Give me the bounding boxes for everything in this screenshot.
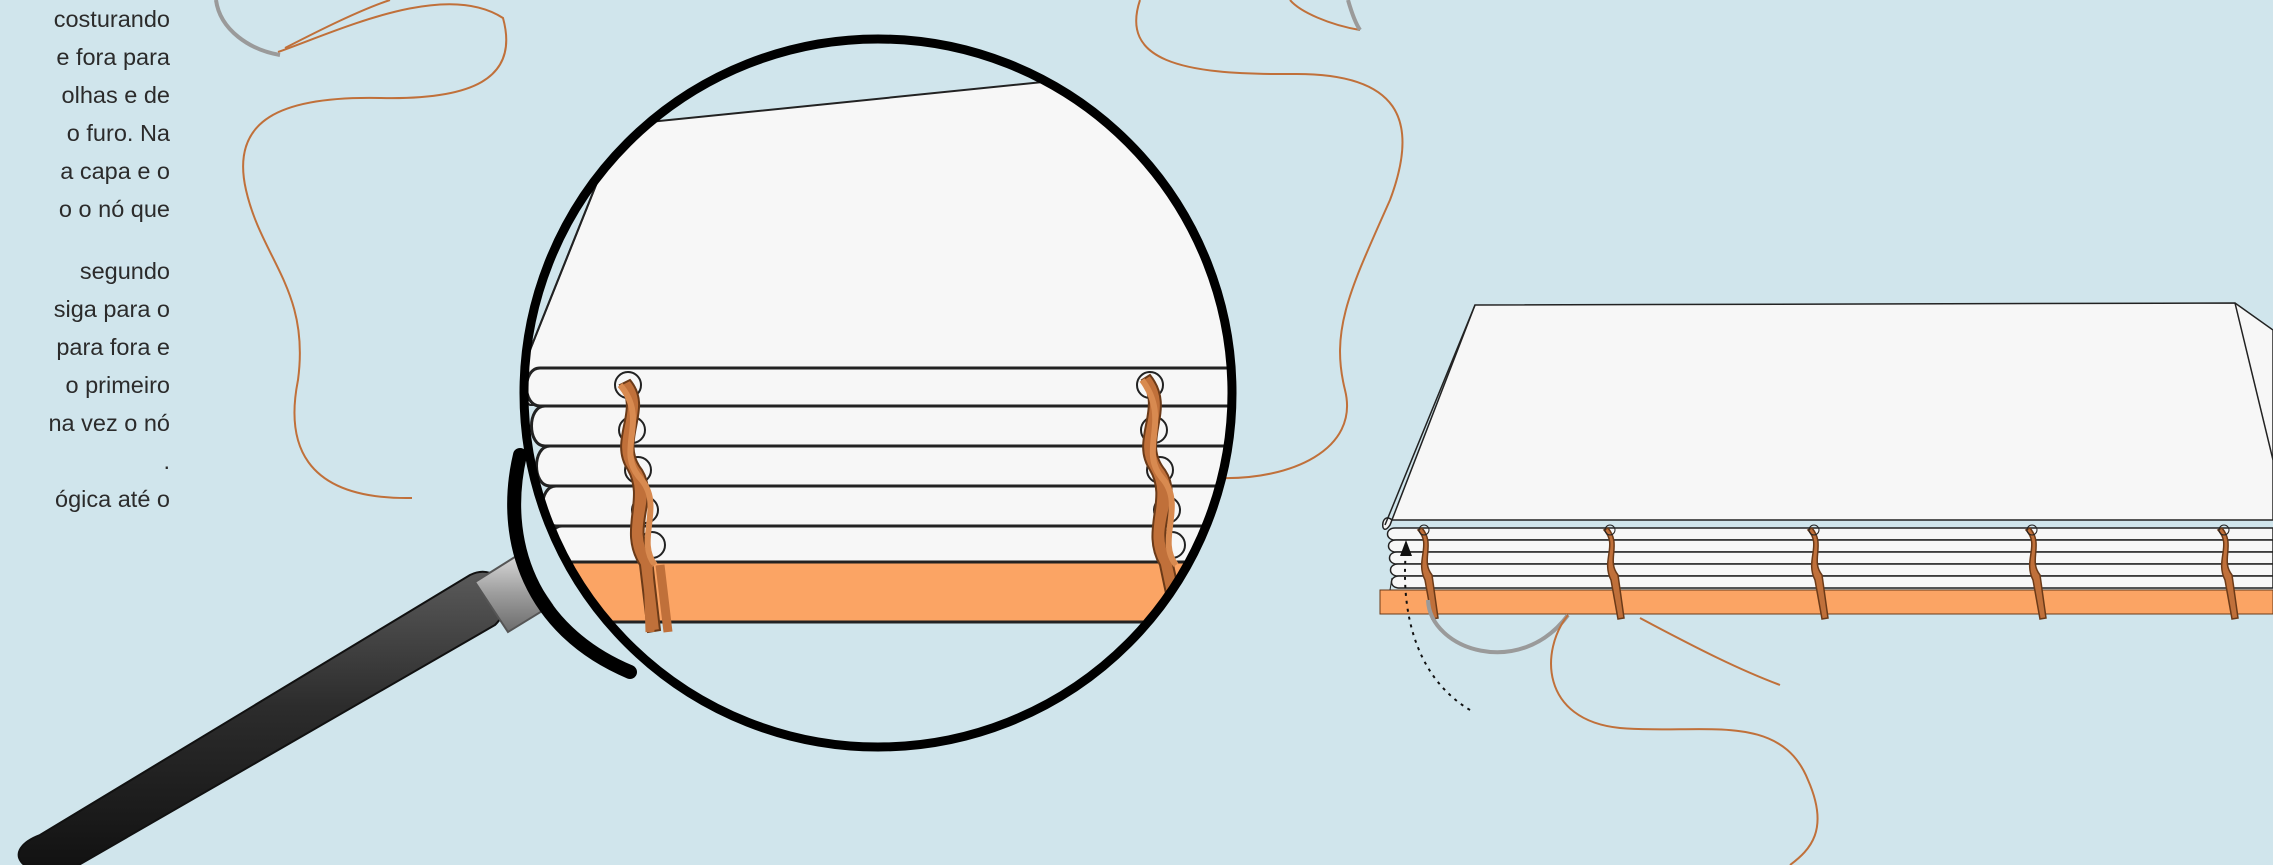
bound-book bbox=[1379, 302, 2273, 865]
needle-icon bbox=[1426, 599, 1570, 655]
text-line: e fora para bbox=[56, 44, 170, 70]
instruction-text: costurando e fora para olhas e de o furo… bbox=[0, 0, 170, 518]
stitch-station bbox=[614, 371, 673, 634]
text-line: . bbox=[163, 448, 170, 474]
text-line: a capa e o bbox=[60, 158, 170, 184]
signature-stack bbox=[1386, 527, 2273, 589]
text-line: ógica até o bbox=[55, 486, 170, 512]
thread-loose-top bbox=[1135, 0, 1404, 480]
needle-icon bbox=[214, 0, 281, 57]
text-line: para fora e bbox=[56, 334, 170, 360]
text-line: costurando bbox=[53, 6, 170, 32]
text-line: na vez o nó bbox=[48, 410, 170, 436]
signature-stack bbox=[525, 366, 1232, 564]
thread-loose-left bbox=[242, 0, 508, 500]
magnifier-lens bbox=[507, 34, 1237, 752]
text-line: o furo. Na bbox=[66, 120, 170, 146]
needle-icon bbox=[1346, 0, 1362, 32]
text-line: siga para o bbox=[53, 296, 170, 322]
lens-frame bbox=[519, 34, 1237, 752]
text-line: o o nó que bbox=[58, 196, 170, 222]
stitch-station bbox=[1416, 527, 2239, 620]
text-line: o primeiro bbox=[65, 372, 170, 398]
magnifier-handle bbox=[17, 553, 554, 865]
text-line: olhas e de bbox=[61, 82, 170, 108]
text-line: segundo bbox=[79, 258, 170, 284]
direction-arrow bbox=[1400, 540, 1471, 711]
